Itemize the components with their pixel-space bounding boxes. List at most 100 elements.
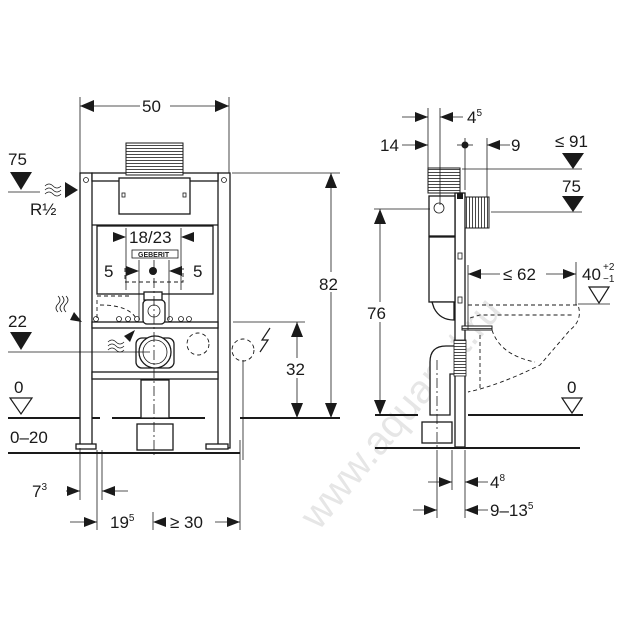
fixing-holes (93, 316, 192, 322)
level-marker-icon (10, 172, 32, 190)
dim-width: 50 (142, 97, 161, 116)
side-view: 45 14 9 ≤ 91 75 76 ≤ 62 40 +2 −1 (366, 108, 615, 520)
arrow-icon (124, 330, 135, 342)
level-marker-icon (10, 332, 32, 350)
seat-tolerance-minus: −1 (603, 274, 615, 285)
dim-rail-depth: 48 (490, 473, 505, 492)
arrow-icon (440, 112, 453, 122)
mounting-bolt (461, 325, 493, 331)
dim-foot-offset: 73 (32, 482, 47, 501)
water-inlet-icon (44, 183, 62, 197)
arrow-icon (67, 486, 80, 496)
cistern-head (428, 195, 456, 237)
dim-total-height: 76 (367, 304, 386, 323)
dim-depth-cistern: 14 (380, 136, 399, 155)
dim-depth-top: 45 (467, 108, 482, 127)
dim-right-offset: 5 (193, 262, 202, 281)
flush-water-icon (55, 295, 69, 313)
arrow-icon (181, 232, 194, 242)
rail-cap (457, 193, 463, 199)
foot-plate (75, 443, 97, 450)
wc-bowl-outline (467, 304, 580, 393)
arrow-icon (468, 269, 481, 279)
flush-bend (431, 301, 455, 321)
level-marker-icon (562, 153, 584, 169)
arrow-icon (424, 505, 437, 515)
frame-lower-crossbar (91, 371, 219, 380)
inlet-thread: R½ (30, 200, 56, 219)
dim-left-offset: 5 (104, 262, 113, 281)
dim-plate-width: 18/23 (129, 228, 172, 247)
level-seat: 40 (582, 265, 601, 284)
label-bg (285, 358, 311, 378)
arrow-icon (291, 322, 303, 337)
actuator-rail (427, 167, 461, 194)
arrow-icon (465, 505, 478, 515)
label-bg (318, 272, 344, 292)
level-marker-open-icon (587, 286, 611, 305)
bolt-icon (83, 177, 89, 183)
arrow-icon (84, 517, 97, 527)
cistern-body (428, 236, 456, 303)
dim-depth-front: 9 (511, 136, 520, 155)
arrow-icon (215, 100, 229, 112)
dim-power-height: 32 (286, 360, 305, 379)
arrow-icon (415, 112, 428, 122)
bracket (457, 296, 463, 304)
level-marker-open-icon (560, 397, 584, 415)
power-box (231, 338, 255, 362)
dim-height: 82 (319, 275, 338, 294)
arrow-icon (325, 173, 337, 188)
actuator-rail (125, 142, 184, 176)
level-marker-icon (562, 196, 584, 212)
arrow-icon (80, 100, 94, 112)
level-inlet: 75 (8, 150, 27, 169)
arrow-icon (153, 517, 166, 527)
arrow-icon (113, 232, 126, 242)
level-inlet: 75 (562, 177, 581, 196)
arrow-icon (487, 140, 500, 150)
dim-adjust-depth: 9–135 (490, 501, 534, 520)
dim-drain-offset: 195 (110, 513, 135, 532)
arrow-icon (70, 312, 82, 322)
drain-bell (136, 423, 174, 451)
drain-connector (453, 339, 467, 377)
arrow-icon (374, 209, 386, 224)
arrow-icon (415, 140, 428, 150)
lightning-icon (259, 327, 271, 353)
arrow-icon (102, 486, 115, 496)
arrow-icon (439, 477, 452, 487)
frame-rail (454, 192, 466, 448)
flush-valve (143, 291, 163, 301)
level-floor: 0 (567, 378, 576, 397)
power-box (186, 332, 210, 356)
arrow-icon (169, 266, 182, 276)
front-view: GEBERIT (8, 97, 344, 532)
level-max-height: ≤ 91 (555, 132, 588, 151)
drain-pipe-down (140, 379, 170, 419)
arrow-icon (65, 182, 78, 198)
arrow-icon (227, 517, 240, 527)
arrow-icon (465, 477, 478, 487)
level-marker-open-icon (8, 397, 34, 416)
frame-right-rail (217, 172, 231, 449)
label-bg (366, 302, 392, 322)
cistern-top (118, 177, 191, 215)
bolt-icon (221, 177, 227, 183)
arrow-icon (325, 403, 337, 418)
hidden-pipe (96, 295, 138, 321)
brand-plate (131, 249, 179, 259)
clip (182, 192, 187, 198)
frame-left-rail (79, 172, 93, 449)
dim-min-clearance: ≥ 30 (170, 513, 203, 532)
level-drain: 22 (8, 312, 27, 331)
arrow-icon (126, 266, 139, 276)
inlet-valve (433, 202, 445, 214)
clip (121, 192, 126, 198)
drain-water-icon (107, 339, 125, 353)
level-floor: 0 (14, 378, 23, 397)
arrow-icon (563, 269, 576, 279)
bracket (457, 252, 463, 260)
center-dot (149, 267, 157, 275)
